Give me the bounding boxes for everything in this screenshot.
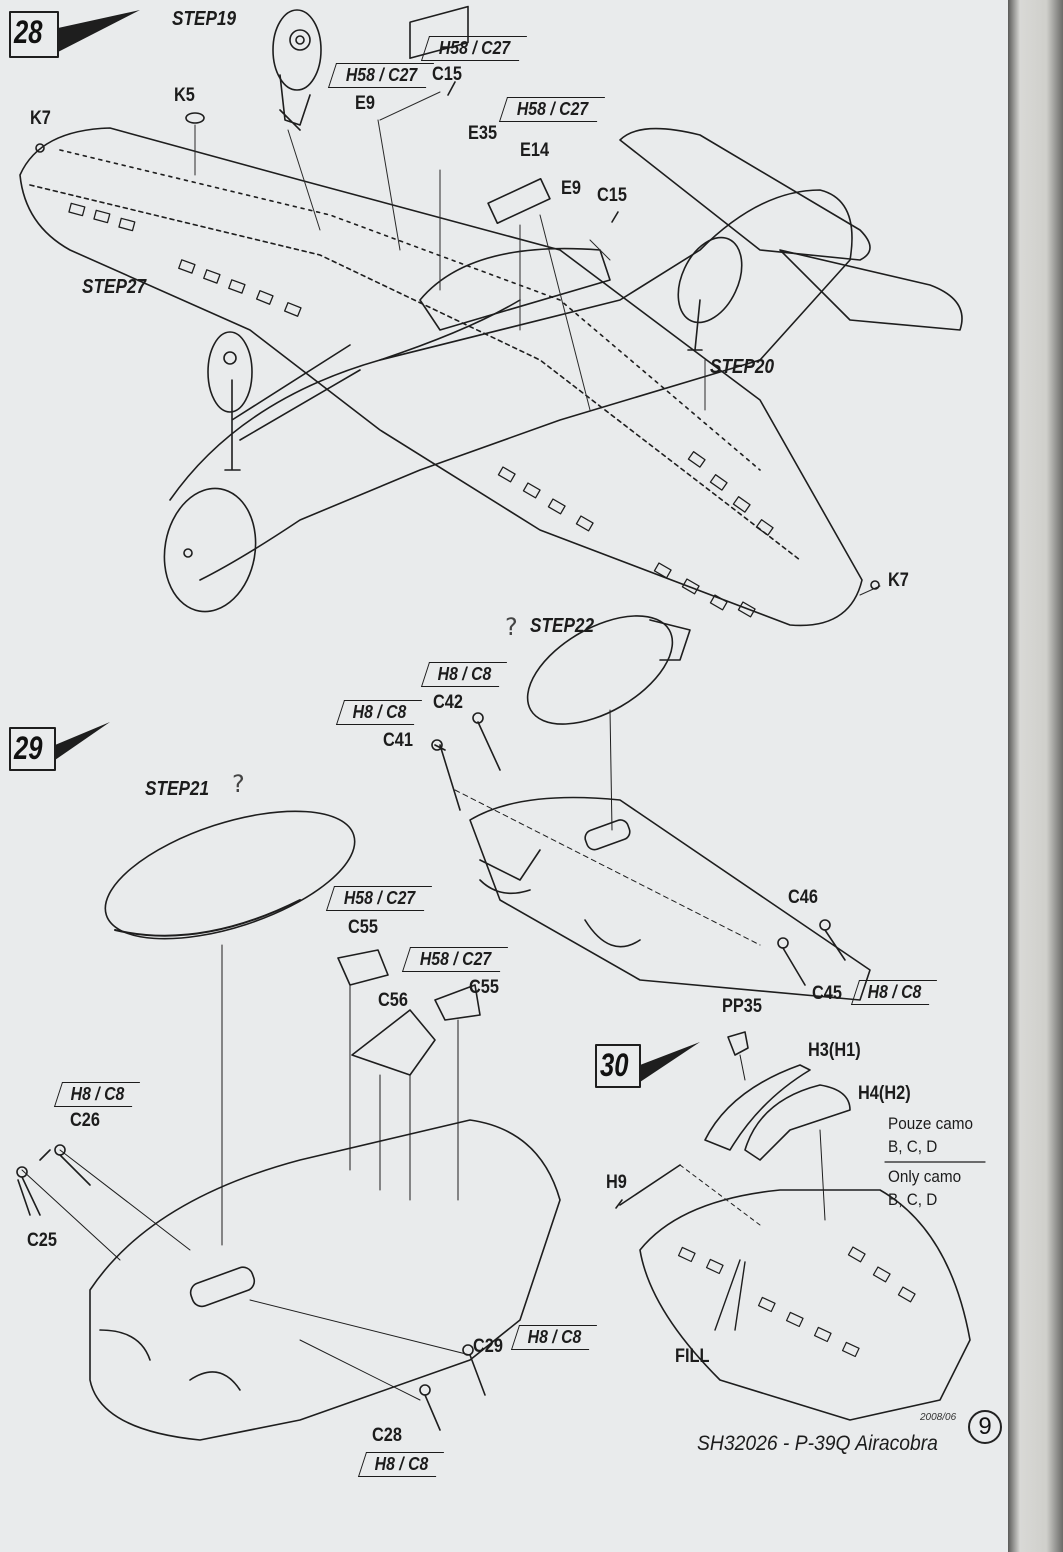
label-k7-left: K7	[30, 108, 51, 129]
code-h8-c8-d: H8 / C8	[53, 1082, 141, 1107]
note-only-camo: Only camo	[888, 1167, 962, 1186]
step29-wing-drawing	[16, 615, 871, 1441]
label-c25: C25	[27, 1230, 57, 1251]
code-h8-c8-f: H8 / C8	[357, 1452, 445, 1477]
label-step27: STEP27	[82, 276, 147, 298]
label-h4: H4(H2)	[858, 1083, 911, 1104]
instruction-sheet: 28 29 30 STEP19 K5 K7 STEP27 H58 / C27 H…	[0, 0, 1008, 1552]
label-c55-a: C55	[348, 917, 378, 938]
page-number: 9	[968, 1410, 1002, 1444]
label-step20: STEP20	[710, 356, 775, 378]
label-c42: C42	[433, 692, 463, 713]
question-mark-icon: ?	[232, 770, 245, 798]
label-c28: C28	[372, 1425, 402, 1446]
label-c56: C56	[378, 990, 408, 1011]
code-h58-c27-a: H58 / C27	[420, 36, 528, 61]
label-c15-mid: C15	[597, 185, 627, 206]
code-h8-c8-b: H8 / C8	[335, 700, 423, 725]
note-pouze-variants: B, C, D	[888, 1137, 938, 1156]
step-number-30: 30	[600, 1047, 629, 1083]
question-mark-icon: ?	[505, 613, 518, 641]
step28-wing-drawing	[19, 5, 963, 627]
label-h9: H9	[606, 1172, 627, 1193]
binder-edge	[1008, 0, 1063, 1552]
label-fill: FILL	[675, 1346, 710, 1367]
label-k7-right: K7	[888, 570, 909, 591]
code-h8-c8-c: H8 / C8	[850, 980, 938, 1005]
label-e9-top: E9	[355, 93, 375, 114]
label-e9-mid: E9	[561, 178, 581, 199]
label-e35: E35	[468, 123, 498, 144]
label-c45: C45	[812, 983, 842, 1004]
label-pp35: PP35	[722, 996, 762, 1017]
label-step19: STEP19	[172, 8, 237, 30]
print-date: 2008/06	[920, 1412, 957, 1423]
label-e14: E14	[520, 140, 550, 161]
kit-title: SH32026 - P-39Q Airacobra	[697, 1432, 938, 1455]
code-h58-c27-e: H58 / C27	[401, 947, 509, 972]
label-c55-b: C55	[469, 977, 499, 998]
label-h3: H3(H1)	[808, 1040, 861, 1061]
label-c46: C46	[788, 887, 818, 908]
label-c15-top: C15	[432, 64, 462, 85]
step30-wing-drawing	[615, 1031, 986, 1421]
code-h58-c27-d: H58 / C27	[325, 886, 433, 911]
label-c29: C29	[473, 1336, 503, 1357]
label-k5: K5	[174, 85, 195, 106]
label-c26: C26	[70, 1110, 100, 1131]
note-pouze-camo: Pouze camo	[888, 1114, 974, 1133]
step-number-28: 28	[14, 14, 43, 50]
label-step21: STEP21	[145, 778, 210, 800]
code-h8-c8-a: H8 / C8	[420, 662, 508, 687]
note-only-variants: B, C, D	[888, 1190, 938, 1209]
code-h58-c27-b: H58 / C27	[327, 63, 435, 88]
assembly-drawings	[9, 5, 986, 1441]
code-h58-c27-c: H58 / C27	[498, 97, 606, 122]
label-step22: STEP22	[530, 615, 595, 637]
label-c41: C41	[383, 730, 413, 751]
code-h8-c8-e: H8 / C8	[510, 1325, 598, 1350]
step-number-29: 29	[14, 730, 43, 766]
